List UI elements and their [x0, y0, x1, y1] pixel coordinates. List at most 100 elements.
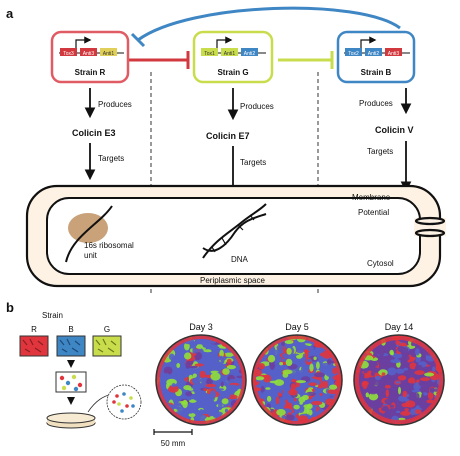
colony-patch — [401, 355, 405, 364]
colony-patch — [392, 390, 398, 398]
colony-patch — [410, 408, 416, 416]
colony-patch — [321, 394, 326, 399]
colony-patch — [286, 347, 292, 355]
colony-patch — [293, 404, 300, 410]
plate-rim — [156, 335, 246, 425]
colony-patch — [264, 382, 269, 388]
colony-patch — [387, 367, 397, 376]
colony-patch — [395, 368, 405, 374]
colony-patch — [415, 348, 420, 356]
colony-patch — [421, 393, 425, 401]
colony-patch — [175, 411, 186, 414]
colony-patch — [282, 369, 293, 375]
colony-patch — [422, 403, 427, 408]
colony-patch — [381, 407, 390, 412]
colony-patch — [332, 367, 338, 375]
membrane-pore-icon — [414, 216, 446, 238]
colony-patch — [301, 394, 309, 401]
periplasm-label: Periplasmic space — [200, 276, 265, 285]
plate-day-5 — [252, 335, 342, 425]
colony-patch — [195, 414, 207, 420]
colony-patch — [284, 340, 294, 344]
colony-patch — [390, 359, 401, 364]
colony-patch — [419, 377, 431, 382]
colony-patch — [395, 340, 401, 345]
colony-patch — [224, 352, 235, 357]
colony-patch — [309, 363, 314, 372]
colony-patch — [301, 365, 307, 373]
colony-patch — [262, 369, 272, 373]
colony-patch — [395, 410, 401, 414]
colony-patch — [403, 367, 409, 371]
colony-patch — [290, 383, 296, 390]
produces-g: Produces — [240, 102, 274, 111]
colony-patch — [323, 380, 328, 389]
colony-patch — [211, 349, 222, 354]
gene-tox2: Tox2 — [348, 51, 359, 57]
colony-patch — [219, 375, 230, 380]
plate-day-3 — [156, 335, 246, 425]
colony-patch — [195, 344, 204, 349]
colony-patch — [273, 349, 281, 355]
colony-patch — [174, 405, 181, 410]
colony-patch — [176, 363, 181, 368]
colony-patch — [184, 342, 190, 351]
colony-patch — [275, 396, 280, 405]
colony-patch — [180, 370, 186, 374]
colony-patch — [365, 392, 369, 398]
colony-patch — [184, 352, 192, 360]
colony-patch — [285, 358, 293, 367]
colony-patch — [368, 377, 376, 386]
dna-strand-2 — [202, 213, 267, 252]
colony-patch — [199, 408, 204, 416]
colony-patch — [296, 348, 305, 354]
colony-patch — [168, 353, 175, 361]
colony-patch — [280, 396, 289, 400]
strain-g-label: Strain G — [217, 68, 248, 77]
gene-tox3: Tox3 — [63, 51, 74, 57]
colony-patch — [165, 395, 173, 399]
strain-g-box: Tox1 Anti1 Anti2 Strain G — [192, 30, 274, 84]
targets-r: Targets — [98, 154, 124, 163]
colicin-v: Colicin V — [375, 125, 414, 135]
strain-b-label: Strain B — [361, 68, 392, 77]
colony-patch — [267, 354, 276, 363]
mrna-strand — [65, 205, 113, 263]
colony-patch — [194, 349, 200, 353]
colony-patch — [218, 402, 223, 410]
colony-patch — [298, 342, 307, 351]
colony-patch — [329, 366, 333, 370]
colony-patch — [398, 346, 409, 353]
strain-b-box: Tox2 Anti2 Anti3 Strain B — [336, 30, 416, 84]
colony-patch — [308, 382, 318, 387]
colony-patch — [284, 414, 295, 421]
colony-patch — [293, 339, 298, 345]
day-14-label: Day 14 — [385, 322, 414, 332]
colony-patch — [308, 387, 314, 390]
colony-patch — [219, 349, 224, 358]
colony-patch — [221, 398, 229, 405]
colony-patch — [313, 356, 317, 361]
colony-patch — [266, 395, 272, 402]
cytosol-label: Cytosol — [367, 259, 394, 268]
colony-patch — [278, 370, 282, 376]
colony-patch — [219, 355, 223, 360]
colony-patch — [414, 393, 420, 400]
colony-patch — [384, 398, 393, 405]
colony-patch — [384, 384, 391, 389]
colony-patch — [397, 375, 407, 381]
scale-bar-label: 50 mm — [161, 439, 186, 448]
colony-patch — [306, 358, 312, 363]
strain-header: Strain — [42, 311, 63, 320]
colony-patch — [260, 382, 264, 386]
colony-patch — [408, 377, 416, 385]
colony-patch — [311, 400, 323, 406]
colony-patch — [203, 349, 213, 353]
petri-dish-icon — [46, 412, 96, 429]
ribosome-label-2: unit — [84, 251, 98, 260]
colony-patch — [205, 363, 209, 369]
inhibition-arc-b-to-r — [137, 6, 401, 42]
gene-tox1: Tox1 — [204, 51, 215, 57]
mixed-beaker — [55, 371, 87, 393]
